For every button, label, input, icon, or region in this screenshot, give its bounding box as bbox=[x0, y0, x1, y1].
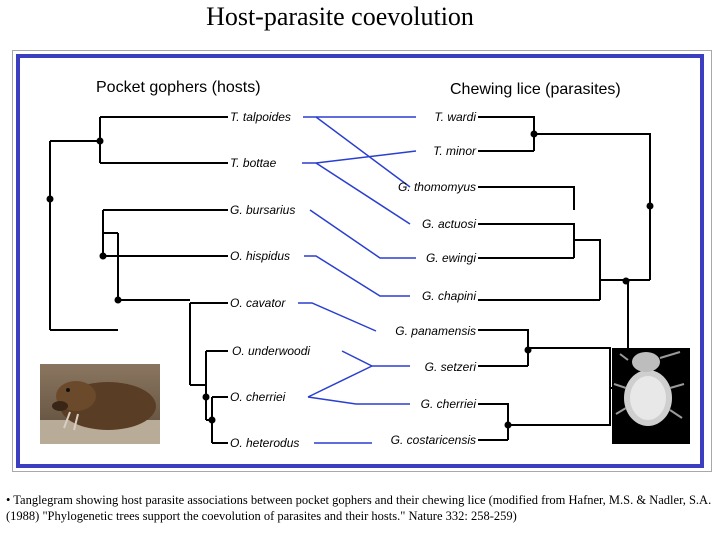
tanglegram: Pocket gophers (hosts) Chewing lice (par… bbox=[40, 79, 690, 450]
host-node bbox=[114, 296, 122, 304]
parasite-label: G. actuosi bbox=[422, 217, 476, 231]
link bbox=[309, 209, 416, 259]
host-labels: T. talpoides T. bottae G. bursarius O. h… bbox=[230, 110, 310, 450]
parasite-label: G. chapini bbox=[422, 289, 476, 303]
host-label: O. cherriei bbox=[230, 390, 286, 404]
host-label: O. hispidus bbox=[230, 249, 290, 263]
parasite-label: G. thomomyus bbox=[398, 180, 476, 194]
host-label: G. bursarius bbox=[230, 203, 295, 217]
parasite-tree bbox=[478, 116, 651, 441]
parasite-label: G. costaricensis bbox=[391, 433, 476, 447]
page-title: Host-parasite coevolution bbox=[206, 2, 474, 31]
parasite-label: T. wardi bbox=[434, 110, 476, 124]
parasite-label: T. minor bbox=[433, 144, 477, 158]
link bbox=[307, 396, 410, 405]
parasite-node bbox=[622, 277, 630, 285]
parasite-label: G. ewingi bbox=[426, 251, 476, 265]
link bbox=[307, 365, 373, 398]
association-links bbox=[298, 116, 417, 444]
parasite-node bbox=[504, 421, 512, 429]
host-node bbox=[46, 195, 54, 203]
louse-photo bbox=[612, 348, 690, 444]
frame-shadow bbox=[12, 50, 712, 472]
parasite-node bbox=[524, 346, 532, 354]
parasites-heading: Chewing lice (parasites) bbox=[450, 81, 621, 98]
link bbox=[341, 350, 410, 367]
parasite-label: G. cherriei bbox=[421, 397, 477, 411]
link bbox=[302, 150, 417, 164]
link bbox=[303, 116, 411, 188]
parasite-nodes bbox=[504, 130, 654, 429]
host-node bbox=[96, 137, 104, 145]
parasite-labels: T. wardi T. minor G. thomomyus G. actuos… bbox=[391, 110, 477, 447]
link bbox=[298, 302, 377, 332]
host-label: O. cavator bbox=[230, 296, 286, 310]
figure-caption: • Tanglegram showing host parasite assoc… bbox=[6, 493, 712, 523]
parasite-node bbox=[530, 130, 538, 138]
host-nodes bbox=[46, 137, 216, 424]
host-node bbox=[202, 393, 210, 401]
parasite-node bbox=[646, 202, 654, 210]
host-label: O. underwoodi bbox=[232, 344, 310, 358]
host-label: O. heterodus bbox=[230, 436, 299, 450]
parasite-label: G. setzeri bbox=[425, 360, 477, 374]
link bbox=[315, 162, 411, 225]
host-label: T. bottae bbox=[230, 156, 277, 170]
hosts-heading: Pocket gophers (hosts) bbox=[96, 79, 261, 96]
host-node bbox=[208, 416, 216, 424]
host-label: T. talpoides bbox=[230, 110, 291, 124]
host-node bbox=[99, 252, 107, 260]
gopher-photo bbox=[40, 364, 160, 444]
link bbox=[304, 255, 410, 297]
parasite-label: G. panamensis bbox=[395, 324, 476, 338]
